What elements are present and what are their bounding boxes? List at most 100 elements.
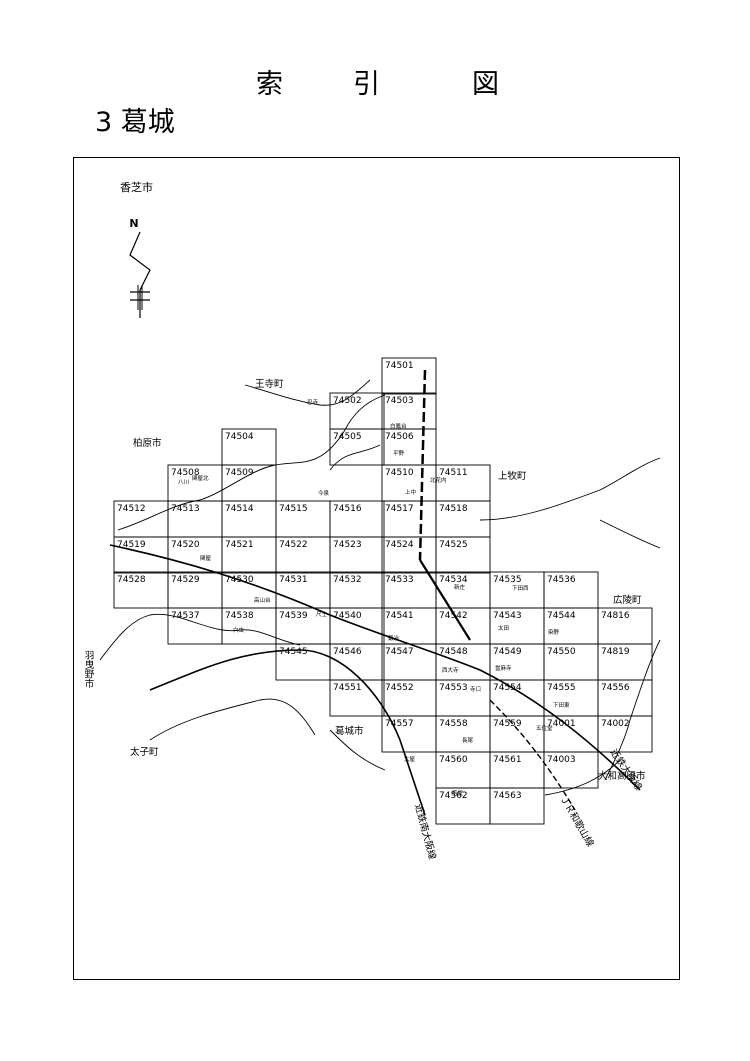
- cell-number: 74551: [333, 683, 362, 693]
- north-arrow-icon: N: [129, 217, 151, 318]
- cell-number: 74533: [385, 575, 414, 585]
- locality-label: 當麻寺: [495, 664, 512, 672]
- cell-number: 74562: [439, 791, 468, 801]
- grid-cell[interactable]: [329, 428, 385, 466]
- cell-number: 74540: [333, 611, 362, 621]
- cell-number: 74556: [601, 683, 630, 693]
- locality-label: 八川: [178, 480, 189, 486]
- cell-number: 74553: [439, 683, 468, 693]
- locality-label: 笛堂: [452, 789, 464, 797]
- grid-cell[interactable]: [329, 536, 385, 574]
- label-kintetsu-osaka: 近鉄大阪線: [608, 747, 645, 793]
- place-taishi: 太子町: [130, 746, 159, 758]
- locality-label: 北花内: [430, 476, 447, 484]
- cell-number: 74003: [547, 755, 576, 765]
- grid-cell[interactable]: [489, 787, 545, 825]
- place-kashiba: 香芝市: [120, 180, 153, 194]
- grid-cell[interactable]: [435, 536, 491, 574]
- cell-number: 74522: [279, 540, 308, 550]
- locality-label: 五位堂: [536, 724, 553, 732]
- locality-label: 穴虫: [233, 626, 245, 634]
- cell-number: 74558: [439, 719, 468, 729]
- cell-number: 74513: [171, 504, 200, 514]
- heading-char: 索: [256, 69, 283, 100]
- cell-number: 74514: [225, 504, 254, 514]
- locality-label: 西大寺: [442, 666, 459, 674]
- cell-number: 74508: [171, 468, 200, 478]
- cell-number: 74506: [385, 432, 414, 442]
- grid-cell[interactable]: [329, 679, 385, 717]
- cell-number: 74515: [279, 504, 308, 514]
- cell-number: 74002: [601, 719, 630, 729]
- cell-number: 74520: [171, 540, 200, 550]
- locality-label: 高山台: [254, 596, 271, 604]
- cell-number: 74503: [385, 396, 414, 406]
- grid-cell[interactable]: [543, 751, 599, 789]
- grid-cell[interactable]: [597, 715, 653, 753]
- locality-label: 平野: [393, 449, 405, 457]
- cell-number: 74544: [547, 611, 576, 621]
- cell-number: 74541: [385, 611, 414, 621]
- locality-label: 大屋: [404, 755, 416, 763]
- locality-label: 関屋北: [192, 474, 209, 482]
- cell-number: 74504: [225, 432, 254, 442]
- cell-number: 74554: [493, 683, 522, 693]
- cell-number: 74516: [333, 504, 362, 514]
- cell-number: 74549: [493, 647, 522, 657]
- cell-number: 74509: [225, 468, 254, 478]
- locality-labels: 忍寺 白鳳台 平野 北花内 上中 今泉 八川 関屋北 関屋 尺土 五位堂 高山台…: [178, 398, 570, 797]
- cell-number: 74501: [385, 361, 414, 371]
- locality-label: 下田東: [553, 701, 570, 709]
- locality-label: 今泉: [318, 489, 330, 497]
- cell-number: 74528: [117, 575, 146, 585]
- cell-number: 74560: [439, 755, 468, 765]
- place-katsuragi: 葛城市: [335, 725, 364, 737]
- place-habikino-text: 羽曳野市: [83, 650, 95, 689]
- municipal-boundaries: [99, 379, 661, 796]
- north-label: N: [129, 217, 138, 230]
- cell-number: 74552: [385, 683, 414, 693]
- place-ojicho: 王寺町: [255, 379, 284, 390]
- railway-lines: [109, 369, 641, 816]
- locality-label: 鍛冶: [388, 634, 400, 642]
- cell-number: 74530: [225, 575, 254, 585]
- cell-number: 74521: [225, 540, 254, 550]
- cell-number: 74816: [601, 611, 630, 621]
- place-names: 香芝市 王寺町 柏原市 上牧町 広陵町 太子町 葛城市 大和高田市: [120, 180, 646, 782]
- cell-number: 74519: [117, 540, 146, 550]
- cell-number: 74535: [493, 575, 522, 585]
- place-kanmaki: 上牧町: [498, 470, 527, 482]
- heading-char: 引: [353, 69, 380, 100]
- cell-number: 74525: [439, 540, 468, 550]
- heading-char: 図: [472, 69, 499, 100]
- cell-number: 74524: [385, 540, 414, 550]
- map-frame: [73, 157, 680, 980]
- cell-number: 74538: [225, 611, 254, 621]
- cell-number: 74563: [493, 791, 522, 801]
- cell-number: 74518: [439, 504, 468, 514]
- cell-number: 74548: [439, 647, 468, 657]
- place-yamatotakada: 大和高田市: [598, 770, 646, 782]
- cell-number: 74561: [493, 755, 522, 765]
- place-habikino: 羽曳野市: [83, 650, 95, 689]
- cell-number: 74543: [493, 611, 522, 621]
- index-map-heading: 索 引 図: [0, 62, 750, 102]
- cell-number: 74512: [117, 504, 146, 514]
- place-koryo: 広陵町: [613, 594, 642, 606]
- cell-number: 74542: [439, 611, 468, 621]
- grid-cell[interactable]: [381, 357, 437, 395]
- cell-number: 74531: [279, 575, 308, 585]
- cell-number: 74557: [385, 719, 414, 729]
- locality-label: 寺口: [470, 685, 481, 693]
- cell-number: 74547: [385, 647, 414, 657]
- cell-number: 74559: [493, 719, 522, 729]
- cell-number: 74502: [333, 396, 362, 406]
- label-jr-wakayama: ＪＲ和歌山線: [557, 794, 596, 850]
- cell-number: 74536: [547, 575, 576, 585]
- locality-label: 太田: [498, 624, 509, 632]
- cell-number: 74511: [439, 468, 468, 478]
- locality-label: 上中: [405, 488, 416, 496]
- cell-number: 74517: [385, 504, 414, 514]
- cell-number: 74532: [333, 575, 362, 585]
